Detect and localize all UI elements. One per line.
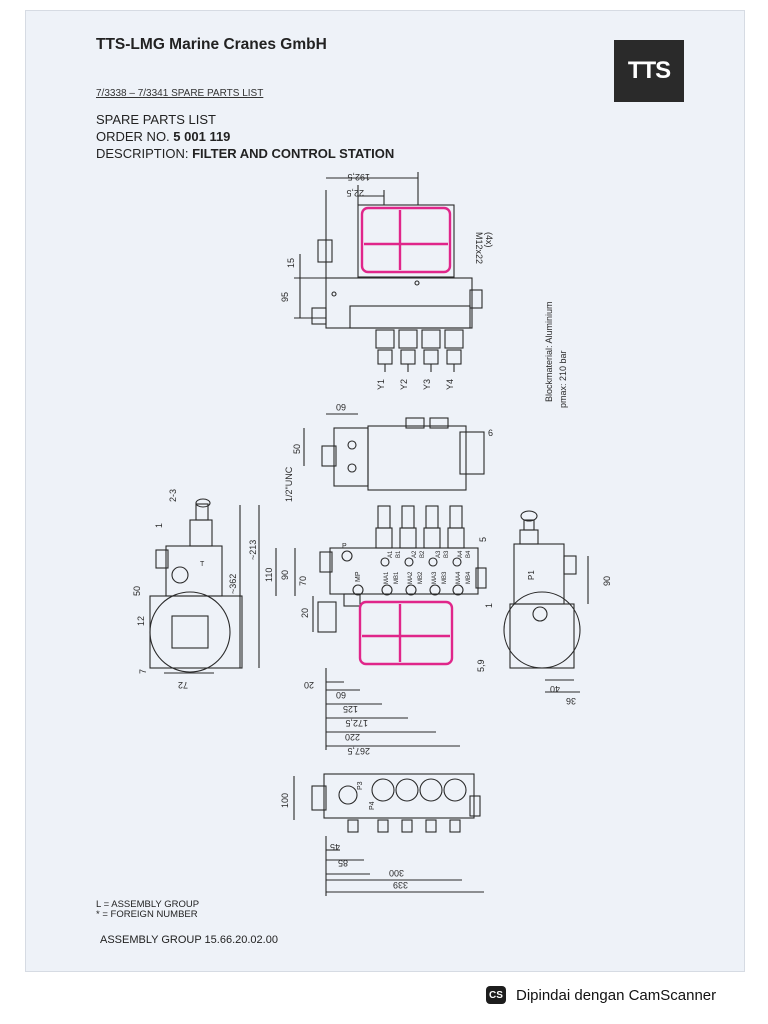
description-line: DESCRIPTION: FILTER AND CONTROL STATION bbox=[96, 146, 394, 161]
company-name: TTS-LMG Marine Cranes GmbH bbox=[96, 36, 327, 53]
camscanner-icon: CS bbox=[486, 986, 506, 1004]
doc-title: SPARE PARTS LIST bbox=[96, 112, 216, 127]
spare-parts-list-ref: 7/3338 – 7/3341 SPARE PARTS LIST bbox=[96, 88, 264, 99]
assembly-group: ASSEMBLY GROUP 15.66.20.02.00 bbox=[100, 934, 278, 946]
camscanner-watermark: CS Dipindai dengan CamScanner bbox=[486, 986, 716, 1004]
order-line: ORDER NO. 5 001 119 bbox=[96, 129, 230, 144]
order-number: 5 001 119 bbox=[173, 129, 231, 144]
description-label: DESCRIPTION: bbox=[96, 146, 189, 161]
order-label: ORDER NO. bbox=[96, 129, 170, 144]
description-value: FILTER AND CONTROL STATION bbox=[192, 146, 395, 161]
legend-foreign: * = FOREIGN NUMBER bbox=[96, 909, 198, 920]
camscanner-text: Dipindai dengan CamScanner bbox=[516, 986, 717, 1004]
tts-logo: TTS bbox=[614, 40, 684, 102]
legend-assembly: L = ASSEMBLY GROUP bbox=[96, 899, 200, 910]
